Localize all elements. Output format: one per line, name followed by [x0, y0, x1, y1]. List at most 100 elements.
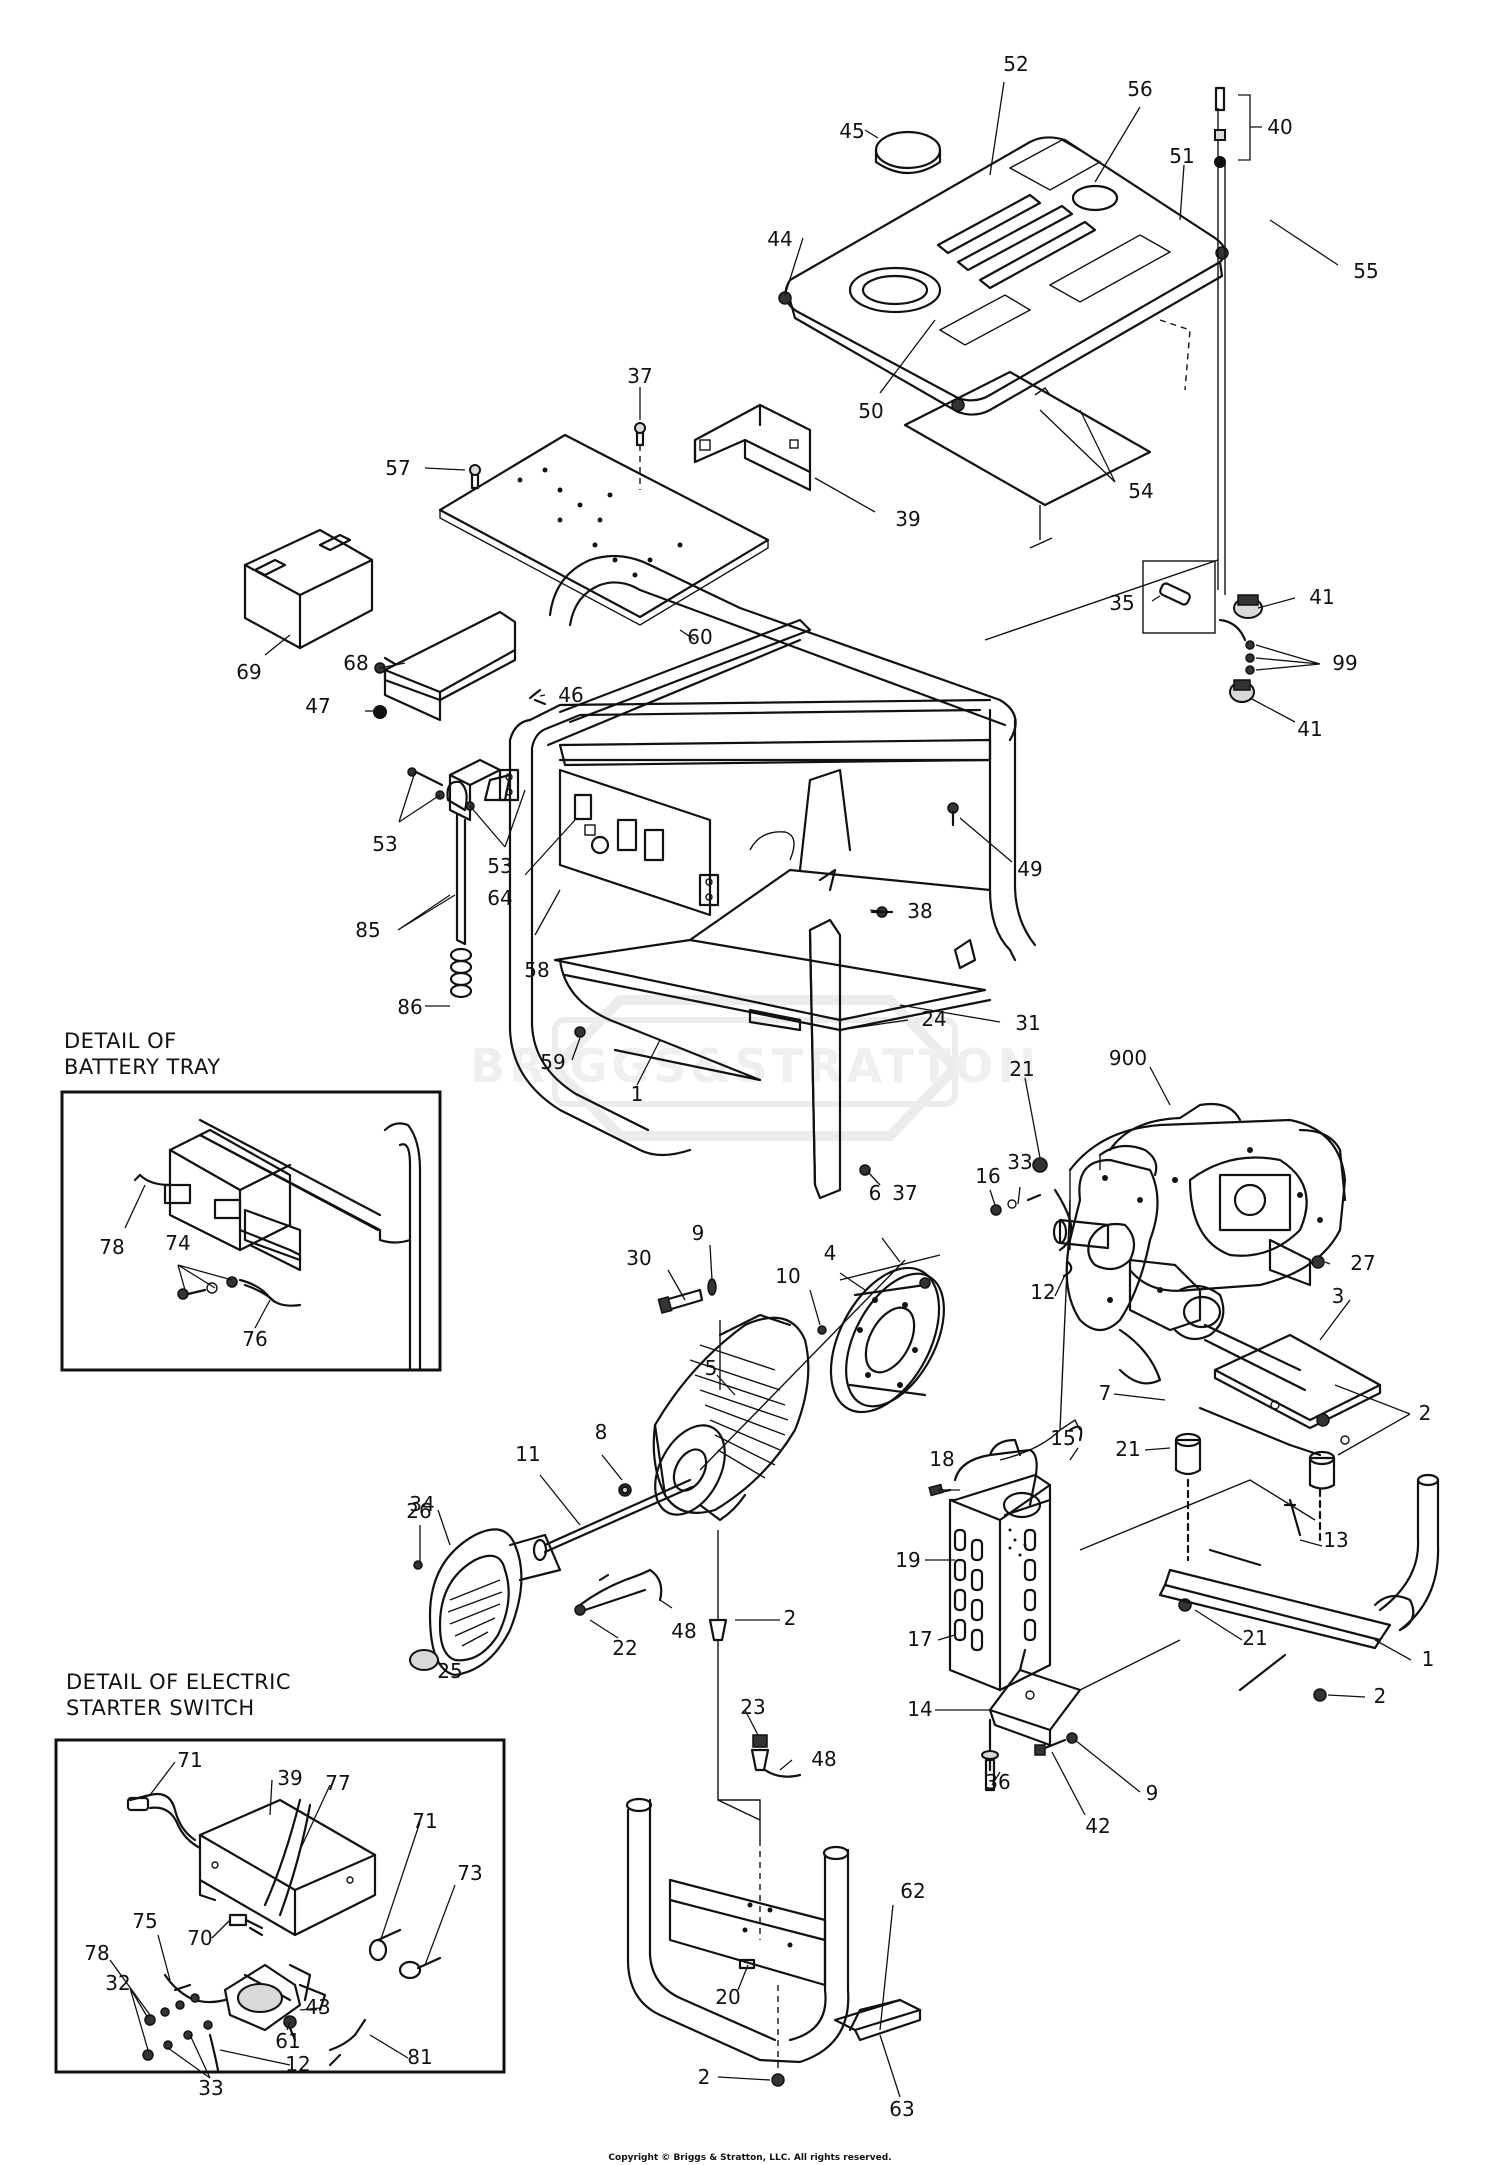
- callout-4: 4: [824, 1241, 837, 1265]
- left-cradle: [625, 1734, 922, 2087]
- callout-1-right: 1: [1422, 1647, 1435, 1671]
- alternator-end-bell: [829, 1254, 945, 1414]
- callout-49: 49: [1017, 857, 1042, 881]
- callout-2-bottom-left: 2: [698, 2065, 711, 2089]
- muffler-bracket: [981, 1639, 1181, 1792]
- bolt-59: [574, 1026, 586, 1038]
- callout-30: 30: [626, 1246, 651, 1270]
- frame: [498, 554, 1037, 1157]
- callout-38: 38: [907, 899, 932, 923]
- callout-48-bottom: 48: [811, 1747, 836, 1771]
- callout-76: 76: [242, 1327, 267, 1351]
- callout-9-top: 9: [692, 1221, 705, 1245]
- callout-11: 11: [515, 1442, 540, 1466]
- engine: [1052, 1102, 1347, 1341]
- control-panel-plate: [438, 422, 770, 626]
- callout-36: 36: [985, 1770, 1010, 1794]
- callout-15: 15: [1050, 1426, 1075, 1450]
- callout-70: 70: [187, 1926, 212, 1950]
- callout-62: 62: [900, 1879, 925, 1903]
- callout-50: 50: [858, 399, 883, 423]
- callout-74: 74: [165, 1231, 190, 1255]
- callout-53-left: 53: [372, 832, 397, 856]
- stator-bolt: [657, 1278, 717, 1314]
- callout-32: 32: [105, 1971, 130, 1995]
- callout-37-mid: 37: [892, 1181, 917, 1205]
- detail-starter-title-2: STARTER SWITCH: [66, 1696, 255, 1720]
- callout-24: 24: [921, 1007, 946, 1031]
- callout-39-detail: 39: [277, 1766, 302, 1790]
- callout-23: 23: [740, 1695, 765, 1719]
- callout-13: 13: [1323, 1528, 1348, 1552]
- callout-21-bottom: 21: [1242, 1626, 1267, 1650]
- callout-60: 60: [687, 625, 712, 649]
- callout-57: 57: [385, 456, 410, 480]
- callout-14: 14: [907, 1697, 932, 1721]
- callout-42: 42: [1085, 1814, 1110, 1838]
- callout-10: 10: [775, 1264, 800, 1288]
- callout-12-detail: 12: [285, 2052, 310, 2076]
- callout-20: 20: [715, 1985, 740, 2009]
- callout-21-top: 21: [1009, 1057, 1034, 1081]
- callout-2-right: 2: [1419, 1401, 1432, 1425]
- callout-77: 77: [325, 1771, 350, 1795]
- callout-43: 43: [305, 1995, 330, 2019]
- detail-electric-starter-switch: DETAIL OF ELECTRIC STARTER SWITCH: [54, 1670, 506, 2074]
- callout-55: 55: [1353, 259, 1378, 283]
- handle-assembly: [407, 688, 547, 999]
- callout-75: 75: [132, 1909, 157, 1933]
- callout-41-bottom: 41: [1297, 717, 1322, 741]
- callout-33: 33: [1007, 1150, 1032, 1174]
- callout-63: 63: [889, 2097, 914, 2121]
- callout-78-detail: 78: [84, 1941, 109, 1965]
- callout-61: 61: [275, 2029, 300, 2053]
- fuel-valve-assembly: [984, 108, 1263, 703]
- callout-34: 34: [409, 1492, 434, 1516]
- callout-37-top: 37: [627, 364, 652, 388]
- detail-battery-tray-title-2: BATTERY TRAY: [64, 1055, 221, 1079]
- callout-48-top: 48: [671, 1619, 696, 1643]
- callout-99: 99: [1332, 651, 1357, 675]
- callout-54: 54: [1128, 479, 1153, 503]
- callout-18: 18: [929, 1447, 954, 1471]
- callout-8: 8: [595, 1420, 608, 1444]
- callout-9-bottom: 9: [1146, 1781, 1159, 1805]
- callout-31: 31: [1015, 1011, 1040, 1035]
- callout-86: 86: [397, 995, 422, 1019]
- battery-tray: [374, 610, 517, 722]
- callout-85: 85: [355, 918, 380, 942]
- callout-39: 39: [895, 507, 920, 531]
- callout-25: 25: [437, 1659, 462, 1683]
- callout-81: 81: [407, 2045, 432, 2069]
- callout-26: 26: [406, 1499, 431, 1523]
- watermark-text: BRIGGS&STRATTON: [470, 1039, 1040, 1093]
- detail-starter-title-1: DETAIL OF ELECTRIC: [66, 1670, 291, 1694]
- callout-labels: 52 56 45 40 51 44 55 50 37 54 57 39 35 4…: [84, 52, 1434, 2121]
- right-cradle: [1079, 1473, 1440, 1702]
- callout-2-bottom-right: 2: [1374, 1684, 1387, 1708]
- callout-7: 7: [1099, 1381, 1112, 1405]
- watermark-logo: BRIGGS&STRATTON: [470, 995, 1040, 1141]
- callout-21-mid: 21: [1115, 1437, 1140, 1461]
- callout-22: 22: [612, 1636, 637, 1660]
- callout-56: 56: [1127, 77, 1152, 101]
- callout-59: 59: [540, 1050, 565, 1074]
- switch-bracket: [693, 403, 812, 492]
- callout-1-left: 1: [631, 1082, 644, 1106]
- callout-6: 6: [869, 1181, 882, 1205]
- callout-47: 47: [305, 694, 330, 718]
- callout-71-detail-left: 71: [177, 1748, 202, 1772]
- callout-52: 52: [1003, 52, 1028, 76]
- callout-78-battery: 78: [99, 1235, 124, 1259]
- callout-33-detail: 33: [198, 2076, 223, 2100]
- callout-41-top: 41: [1309, 585, 1334, 609]
- callout-900: 900: [1109, 1046, 1147, 1070]
- callout-64: 64: [487, 886, 512, 910]
- callout-51: 51: [1169, 144, 1194, 168]
- callout-27: 27: [1350, 1251, 1375, 1275]
- copyright-notice: Copyright © Briggs & Stratton, LLC. All …: [608, 2153, 891, 2163]
- callout-45: 45: [839, 119, 864, 143]
- battery-nut: [373, 705, 387, 719]
- callout-46: 46: [558, 683, 583, 707]
- callout-71-detail-right: 71: [412, 1809, 437, 1833]
